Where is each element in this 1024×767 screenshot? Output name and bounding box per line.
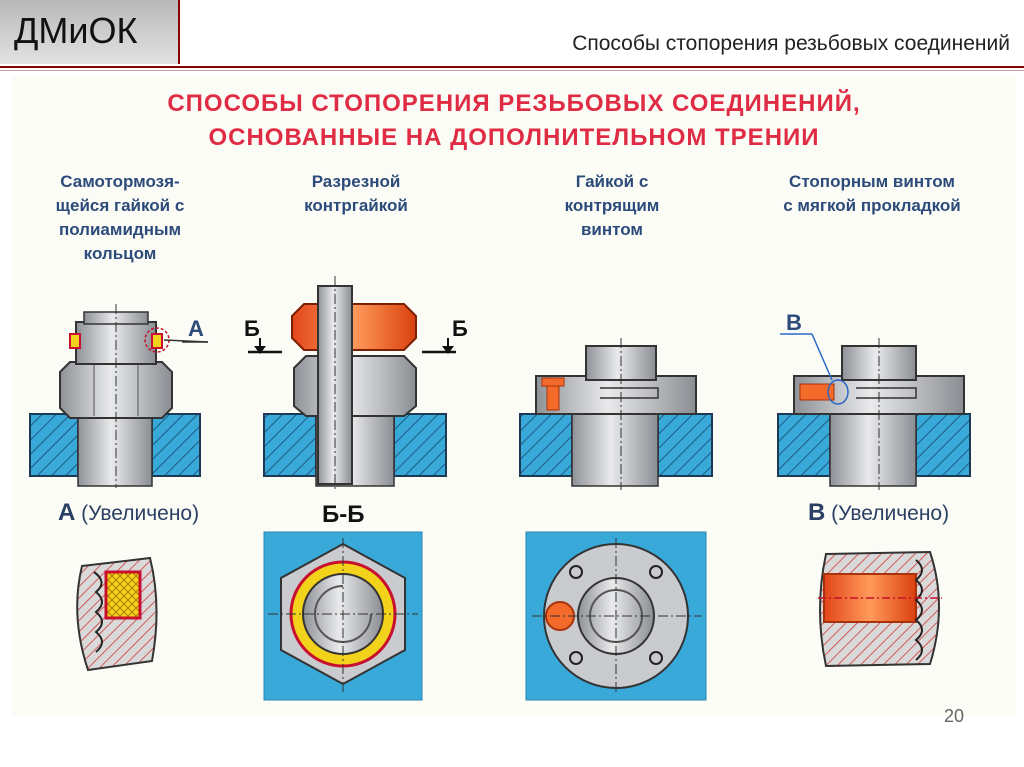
column-title-1-line: полиамидным <box>58 220 182 239</box>
detail-v-drawing <box>818 550 942 668</box>
detail-a-text: (Увеличено) <box>75 502 199 525</box>
column-title-3-line: винтом <box>580 220 643 239</box>
poster-title-line-1: СПОСОБЫ СТОПОРЕНИЯ РЕЗЬБОВЫХ СОЕДИНЕНИЙ, <box>167 90 861 117</box>
drawing-split-lock-nut: Б Б <box>244 276 468 491</box>
column-title-2-line: Разрезной <box>311 172 401 191</box>
detail-v-label: В (Увеличено) <box>808 499 949 526</box>
technical-drawings: А Б Б <box>29 276 971 701</box>
column-title-1-line: щейся гайкой с <box>55 196 185 215</box>
header-divider <box>0 66 1024 68</box>
brand-label: ДМиОК <box>14 10 138 51</box>
column-title-3-line: контрящим <box>564 196 660 215</box>
detail-v-letter: В <box>808 499 825 526</box>
detail-a-drawing <box>76 556 158 672</box>
detail-a-label: А (Увеличено) <box>58 499 199 526</box>
drawing-nut-with-locking-screw <box>519 338 713 490</box>
column-title-2: Разрезной контргайкой <box>256 170 456 218</box>
top-view-drawing <box>525 531 707 701</box>
marker-a: А <box>188 316 204 341</box>
poster: СПОСОБЫ СТОПОРЕНИЯ РЕЗЬБОВЫХ СОЕДИНЕНИЙ,… <box>12 76 1016 716</box>
column-title-3: Гайкой с контрящим винтом <box>512 170 712 242</box>
marker-v: В <box>786 310 802 335</box>
poster-title-line-2: ОСНОВАННЫЕ НА ДОПОЛНИТЕЛЬНОМ ТРЕНИИ <box>208 124 820 151</box>
brand-box: ДМиОК <box>0 0 180 64</box>
column-title-4-line: с мягкой прокладкой <box>783 196 961 215</box>
header-divider-thin <box>0 70 1024 71</box>
column-title-3-line: Гайкой с <box>575 172 649 191</box>
slide-title: Способы стопорения резьбовых соединений <box>572 32 1010 55</box>
column-title-1-line: Самотормозя- <box>60 172 180 191</box>
drawing-locking-screw-soft-pad: В <box>777 310 971 490</box>
marker-b-left: Б <box>244 316 260 341</box>
slide-header: ДМиОК Способы стопорения резьбовых соеди… <box>0 0 1024 66</box>
marker-b-right: Б <box>452 316 468 341</box>
footer-band <box>0 716 1024 767</box>
drawing-self-locking-nut: А <box>29 304 209 488</box>
column-title-4-line: Стопорным винтом <box>789 172 955 191</box>
section-bb-label: Б-Б <box>322 501 365 528</box>
slide-number: 20 <box>943 706 964 726</box>
detail-a-letter: А <box>58 499 75 526</box>
section-bb-drawing <box>263 531 423 701</box>
column-title-1-line: кольцом <box>83 244 157 263</box>
column-title-2-line: контргайкой <box>304 196 408 215</box>
column-title-4: Стопорным винтом с мягкой прокладкой <box>752 170 992 218</box>
detail-v-text: (Увеличено) <box>825 502 949 525</box>
column-title-1: Самотормозя- щейся гайкой с полиамидным … <box>20 170 220 266</box>
